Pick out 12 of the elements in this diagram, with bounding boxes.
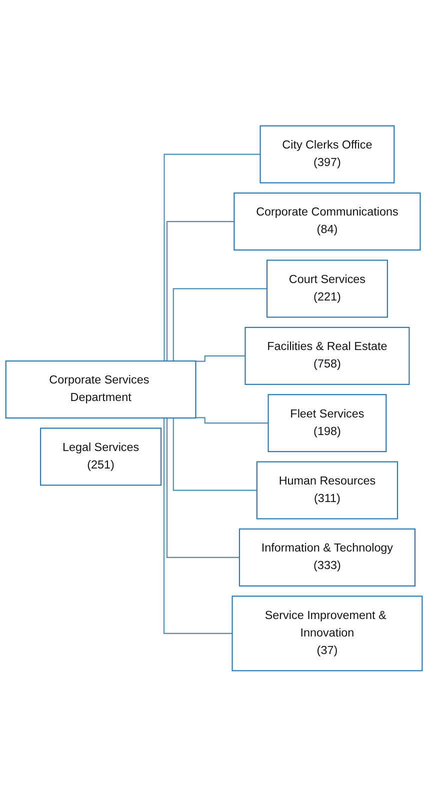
node-box: City Clerks Office (397) (260, 126, 395, 184)
node-box: Corporate Services Department (5, 360, 196, 419)
node-box: Court Services (221) (266, 260, 388, 318)
node-box: Corporate Communications (84) (234, 192, 421, 251)
connector (196, 356, 246, 362)
node-box: Fleet Services (198) (268, 394, 387, 452)
node-box: Human Resources (311) (256, 462, 398, 520)
node-box: Facilities & Real Estate (758) (244, 327, 410, 386)
connector (196, 417, 268, 424)
node-box: Service Improvement & Innovation (37) (232, 596, 423, 672)
node-box: Information & Technology (333) (238, 528, 416, 587)
node-box: Legal Services (251) (40, 428, 162, 486)
